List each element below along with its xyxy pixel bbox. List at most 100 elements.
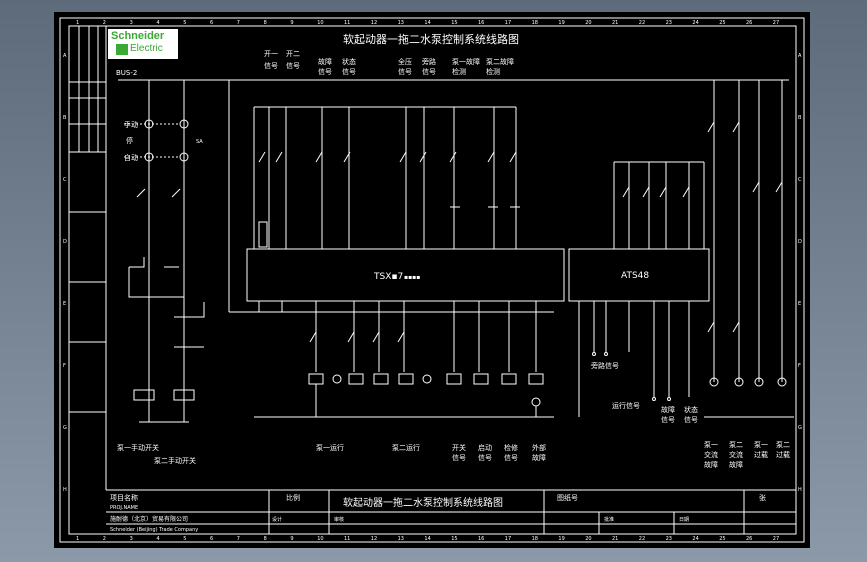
plc-label: TSX▪7 (373, 272, 403, 282)
grid-letter-left: D (63, 239, 67, 245)
grid-number-bottom: 23 (666, 536, 672, 542)
svg-text:开二: 开二 (286, 50, 300, 58)
svg-text:泵二: 泵二 (729, 441, 743, 449)
svg-text:信号: 信号 (478, 453, 492, 462)
svg-text:信号: 信号 (504, 453, 518, 462)
svg-text:比例: 比例 (286, 493, 300, 502)
grid-letter-right: B (798, 115, 802, 121)
grid-number-bottom: 12 (371, 536, 377, 542)
grid-number-top: 5 (183, 20, 186, 26)
title-block-grid (106, 489, 796, 534)
label-manual: 手动 (124, 120, 138, 129)
ats-label: ATS48 (621, 271, 649, 281)
svg-text:泵二: 泵二 (776, 441, 790, 449)
svg-text:开一: 开一 (264, 50, 278, 58)
svg-text:日期: 日期 (679, 517, 689, 523)
grid-number-top: 13 (398, 20, 404, 26)
svg-text:状态: 状态 (342, 57, 356, 66)
svg-text:检修: 检修 (504, 443, 518, 452)
drawing-sheet: 软起动器一拖二水泵控制系统线路图 BUS-2 TSX▪7 ▪▪▪▪ ATS48 … (54, 12, 810, 548)
right-indicator-lines (704, 80, 794, 418)
svg-text:信号: 信号 (398, 67, 412, 76)
grid-number-bottom: 11 (344, 536, 350, 542)
grid-number-bottom: 8 (264, 536, 267, 542)
svg-text:过载: 过载 (754, 450, 768, 459)
grid-number-top: 21 (612, 20, 618, 26)
grid-number-top: 23 (666, 20, 672, 26)
grid-number-bottom: 6 (210, 536, 213, 542)
svg-text:交流: 交流 (729, 450, 743, 459)
svg-text:信号: 信号 (684, 415, 698, 424)
logo-line2: Electric (130, 43, 163, 54)
grid-number-top: 25 (719, 20, 725, 26)
ats-lines (578, 161, 705, 417)
grid-number-bottom: 13 (398, 536, 404, 542)
inner-frame (68, 25, 797, 535)
grid-number-bottom: 18 (532, 536, 538, 542)
grid-number-top: 7 (237, 20, 240, 26)
grid-number-bottom: 10 (317, 536, 323, 542)
label-auto: 自动 (124, 153, 138, 162)
grid-number-bottom: 5 (183, 536, 186, 542)
plc-input-lines (228, 80, 520, 312)
schneider-electric-logo: Schneider Electric (108, 29, 178, 59)
svg-text:启动: 启动 (478, 443, 492, 452)
grid-number-top: 8 (264, 20, 267, 26)
grid-number-bottom: 15 (451, 536, 457, 542)
grid-number-bottom: 27 (773, 536, 779, 542)
svg-text:旁路信号: 旁路信号 (591, 361, 619, 370)
grid-number-top: 10 (317, 20, 323, 26)
grid-number-bottom: 17 (505, 536, 511, 542)
svg-text:审核: 审核 (334, 516, 344, 523)
svg-text:外部: 外部 (532, 443, 546, 452)
grid-letter-right: F (798, 363, 801, 369)
grid-number-bottom: 26 (746, 536, 752, 542)
grid-letter-left: C (63, 177, 67, 183)
svg-text:泵一运行: 泵一运行 (316, 443, 344, 452)
grid-number-top: 19 (558, 20, 564, 26)
svg-text:检测: 检测 (452, 67, 466, 76)
grid-number-top: 14 (424, 20, 430, 26)
grid-number-bottom: 16 (478, 536, 484, 542)
schematic-diagram: 软起动器一拖二水泵控制系统线路图 BUS-2 TSX▪7 ▪▪▪▪ ATS48 … (59, 17, 805, 543)
grid-number-top: 2 (103, 20, 106, 26)
grid-letter-right: A (798, 53, 802, 59)
svg-text:泵一: 泵一 (704, 441, 718, 449)
svg-text:信号: 信号 (452, 453, 466, 462)
svg-text:信号: 信号 (342, 67, 356, 76)
svg-text:信号: 信号 (264, 61, 278, 70)
svg-text:软起动器一拖二水泵控制系统线路图: 软起动器一拖二水泵控制系统线路图 (343, 496, 503, 509)
grid-number-bottom: 25 (719, 536, 725, 542)
grid-number-top: 9 (290, 20, 293, 26)
grid-number-bottom: 19 (558, 536, 564, 542)
grid-number-top: 27 (773, 20, 779, 26)
drawing-title: 软起动器一拖二水泵控制系统线路图 (343, 32, 519, 46)
grid-number-bottom: 9 (290, 536, 293, 542)
grid-number-top: 26 (746, 20, 752, 26)
svg-text:泵一: 泵一 (754, 441, 768, 449)
svg-text:图纸号: 图纸号 (557, 493, 578, 502)
svg-text:交流: 交流 (704, 450, 718, 459)
grid-number-top: 17 (505, 20, 511, 26)
svg-text:运行信号: 运行信号 (612, 401, 640, 410)
grid-number-top: 16 (478, 20, 484, 26)
svg-text:故障: 故障 (704, 460, 718, 469)
svg-text:泵二运行: 泵二运行 (392, 443, 420, 452)
grid-letter-left: E (63, 301, 66, 307)
svg-text:信号: 信号 (422, 67, 436, 76)
logo-mark-icon (116, 44, 128, 55)
grid-number-bottom: 21 (612, 536, 618, 542)
svg-text:设计: 设计 (272, 516, 282, 523)
grid-number-top: 18 (532, 20, 538, 26)
grid-number-bottom: 1 (76, 536, 79, 542)
grid-number-top: 24 (692, 20, 698, 26)
grid-number-top: 4 (156, 20, 159, 26)
svg-text:泵一故障: 泵一故障 (452, 57, 480, 66)
grid-letter-left: G (63, 425, 67, 431)
grid-number-bottom: 22 (639, 536, 645, 542)
svg-text:故障: 故障 (661, 405, 675, 414)
grid-number-bottom: 3 (130, 536, 133, 542)
top-labels: 开一 开二 信号 信号 故障 状态 信号 信号 全压 旁路 泵一故障 泵二故障 … (264, 50, 514, 76)
grid-letter-right: C (798, 177, 802, 183)
